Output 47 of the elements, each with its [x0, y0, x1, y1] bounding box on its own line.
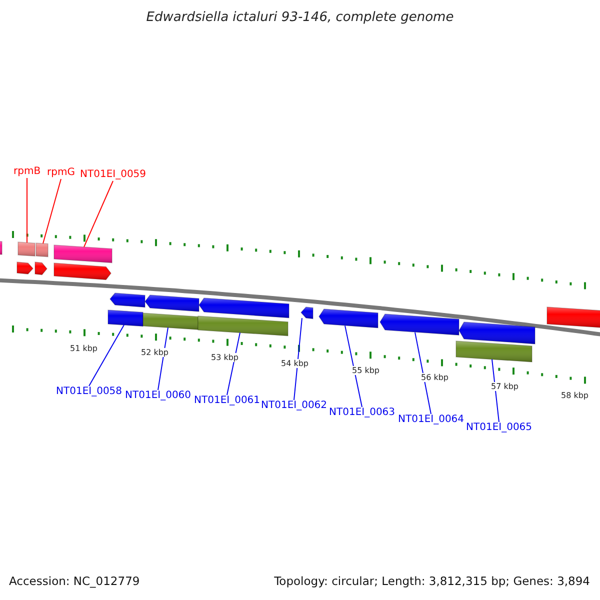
leader-line	[344, 325, 362, 408]
pointed-gene-block	[144, 294, 200, 312]
pointed-gene-block	[16, 262, 34, 274]
scale-label: 58 kbp	[560, 391, 590, 400]
gene-bar	[108, 310, 144, 327]
gene-bar	[36, 242, 48, 258]
gene-bar	[546, 306, 600, 328]
gene-bar	[142, 312, 198, 330]
gene-label: rpmB	[14, 166, 41, 178]
pointed-gene-block	[458, 322, 536, 344]
pointed-gene-block	[318, 308, 378, 328]
gene-label: rpmG	[47, 167, 75, 179]
scale-label: 55 kbp	[351, 366, 381, 375]
gene-label: NT01EI_0063	[329, 407, 396, 419]
gene-bar	[456, 340, 532, 362]
leader-line	[226, 332, 240, 396]
leader-line	[84, 180, 114, 248]
diagram-title: Edwardsiella ictaluri 93-146, complete genome	[145, 10, 455, 25]
leader-line	[294, 318, 302, 400]
scale-label: 56 kbp	[420, 373, 450, 382]
gene-label: NT01EI_0060	[125, 390, 192, 402]
pointed-gene-block	[54, 262, 112, 280]
scale-label: 57 kbp	[490, 382, 520, 391]
accession-label: Accession: NC_012779	[9, 574, 140, 588]
leader-line	[88, 324, 124, 386]
pointed-gene-block	[34, 262, 48, 276]
gene-label: NT01EI_0059	[80, 169, 146, 181]
pointed-gene-block	[300, 306, 314, 320]
scale-label: 52 kbp	[140, 348, 170, 357]
pointed-gene-block	[380, 314, 460, 336]
scale-label: 51 kbp	[69, 344, 99, 353]
leader-line	[492, 358, 500, 422]
leader-line	[26, 178, 28, 244]
pointed-gene-block	[109, 292, 146, 308]
leader-line	[42, 178, 62, 244]
gene-label: NT01EI_0062	[261, 400, 328, 412]
genome-info-label: Topology: circular; Length: 3,812,315 bp; Genes: 3,894	[274, 574, 590, 588]
gene-bar	[0, 240, 2, 255]
gene-bar	[18, 242, 36, 257]
gene-label: NT01EI_0058	[56, 386, 122, 398]
leader-line	[414, 332, 432, 414]
gene-label: NT01EI_0061	[194, 395, 260, 407]
gene-label: NT01EI_0064	[398, 414, 464, 426]
scale-label: 53 kbp	[210, 353, 240, 362]
gene-label: NT01EI_0065	[466, 422, 532, 434]
gene-bar	[54, 244, 112, 264]
scale-label: 54 kbp	[280, 359, 310, 368]
